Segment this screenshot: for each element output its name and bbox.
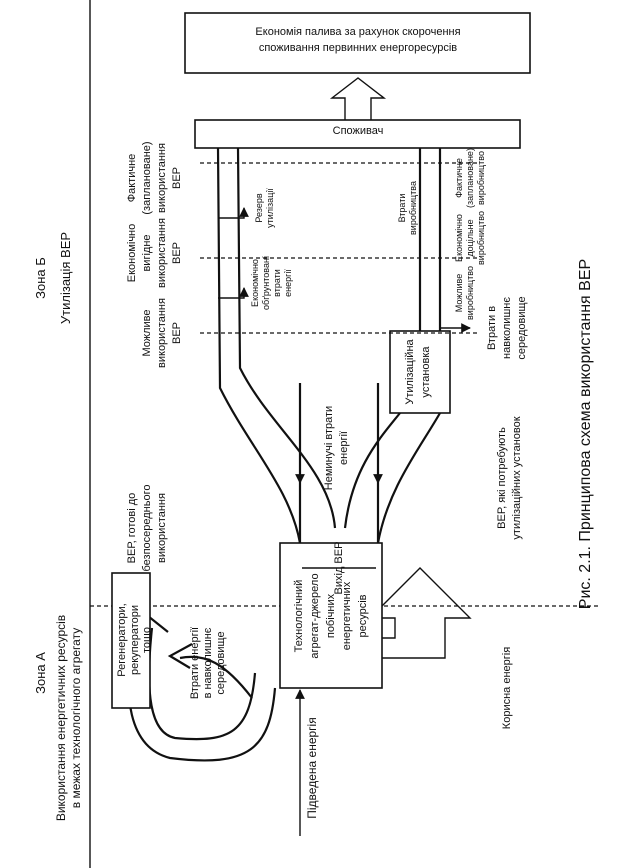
reserve-arrow [218, 207, 249, 219]
svg-text:Втрати: Втрати [397, 194, 407, 223]
economic-prod-label: Економічно доцільне виробництво [454, 211, 486, 265]
ver-util-label: ВЕР, які потребують утилізаційних устано… [496, 416, 523, 539]
unavoidable-losses-label: Неминучі втрати енергії [323, 406, 350, 490]
svg-text:Фактичне: Фактичне [126, 154, 138, 203]
svg-text:рекуператори: рекуператори [129, 605, 141, 675]
svg-text:виробництва: виробництва [408, 181, 418, 235]
svg-text:виробництво: виробництво [476, 211, 486, 265]
actual-prod-label: Фактичне (заплановане) виробництво [454, 148, 486, 208]
svg-text:втрати: втрати [272, 269, 282, 297]
upper-branch-inner [236, 147, 337, 529]
reserve-label: Резерв утилізації [254, 188, 275, 228]
possible-use-label: Можливе використання ВЕР [141, 298, 183, 368]
svg-text:(заплановане): (заплановане) [141, 141, 153, 214]
svg-text:в навколишнє: в навколишнє [202, 627, 214, 698]
svg-text:виробництво: виробництво [465, 266, 475, 320]
svg-text:Економія палива за рахунок ско: Економія палива за рахунок скорочення [255, 26, 460, 38]
svg-text:ВЕР: ВЕР [171, 167, 183, 189]
svg-text:Використання енергетичних ресу: Використання енергетичних ресурсів [54, 615, 68, 821]
svg-text:Можливе: Можливе [141, 309, 153, 356]
loss-env-a-label: Втрати енергії в навколишнє середовище [189, 627, 227, 699]
svg-text:Зона А: Зона А [33, 652, 48, 694]
svg-text:доцільне: доцільне [465, 219, 475, 256]
svg-text:споживання первинних енергорес: споживання первинних енергоресурсів [259, 42, 457, 54]
svg-text:середовище: середовище [516, 296, 528, 359]
svg-text:Технологічний: Технологічний [293, 580, 305, 653]
consumer-box [194, 119, 521, 149]
zone-b-heading: Зона Б Утилізація ВЕР [33, 232, 73, 324]
svg-text:виробництво: виробництво [476, 151, 486, 205]
svg-text:навколишнє: навколишнє [501, 297, 513, 359]
svg-text:безпосереднього: безпосереднього [141, 484, 153, 571]
figure-caption: Рис. 2.1. Принципова схема використання … [577, 259, 594, 609]
svg-text:енергії: енергії [283, 269, 293, 297]
svg-text:використання: використання [156, 298, 168, 368]
svg-text:Втрати енергії: Втрати енергії [189, 627, 201, 699]
svg-text:Економічно: Економічно [454, 214, 464, 262]
svg-text:ВЕР, готові до: ВЕР, готові до [126, 493, 138, 564]
economic-use-label: Економічно вигідне використання ВЕР [126, 218, 183, 288]
actual-use-label: Фактичне (заплановане) використання ВЕР [126, 141, 183, 214]
svg-text:агрегат-джерело: агрегат-джерело [309, 573, 321, 658]
svg-text:утилізації: утилізації [265, 188, 275, 228]
justified-loss-arrow [218, 287, 249, 299]
svg-text:ВЕР, які потребують: ВЕР, які потребують [496, 427, 508, 529]
svg-text:середовище: середовище [215, 631, 227, 694]
svg-text:утилізаційних установок: утилізаційних установок [511, 416, 523, 539]
svg-text:використання: використання [156, 493, 168, 563]
svg-text:ресурсів: ресурсів [357, 594, 369, 637]
lower-branch-inner [343, 412, 401, 529]
svg-text:використання: використання [156, 218, 168, 288]
svg-text:Зона Б: Зона Б [33, 257, 48, 299]
svg-text:Неминучі втрати: Неминучі втрати [323, 406, 335, 490]
tech-unit-box [279, 542, 383, 689]
svg-text:використання: використання [156, 143, 168, 213]
utilization-unit-text: Утилізаційна установка [404, 338, 432, 404]
tech-unit-text: Технологічний агрегат-джерело побічних е… [293, 573, 369, 658]
svg-text:обґрунтовані: обґрунтовані [261, 256, 271, 310]
svg-text:ВЕР: ВЕР [171, 322, 183, 344]
economy-text: Економія палива за рахунок скорочення сп… [255, 26, 460, 54]
consumer-label: Споживач [333, 125, 384, 137]
svg-text:Утилізаційна: Утилізаційна [404, 338, 416, 404]
ver-direct-label: ВЕР, готові до безпосереднього використа… [126, 484, 168, 571]
ver-output-label: Вихід ВЕР [333, 542, 345, 595]
possible-prod-label: Можливе виробництво [454, 266, 475, 320]
svg-text:Економічно: Економічно [250, 259, 260, 307]
useful-energy-label: Корисна енергія [501, 647, 513, 729]
lower-branch-outer [376, 412, 441, 544]
svg-text:вигідне: вигідне [141, 234, 153, 271]
svg-text:енергії: енергії [338, 431, 350, 465]
zone-a-heading: Зона А Використання енергетичних ресурсі… [33, 615, 83, 821]
regenerators-box [111, 572, 151, 709]
svg-text:Регенератори,: Регенератори, [116, 603, 128, 676]
svg-text:Економічно: Економічно [126, 224, 138, 283]
consumer-economy-arrow [329, 77, 387, 120]
justified-losses-label: Економічно обґрунтовані втрати енергії [250, 256, 293, 310]
svg-text:Резерв: Резерв [254, 193, 264, 222]
economy-box [184, 12, 531, 74]
svg-text:Можливе: Можливе [454, 274, 464, 313]
supplied-energy-label: Підведена енергія [305, 717, 319, 818]
svg-text:установка: установка [420, 346, 432, 398]
production-losses-label: Втрати виробництва [397, 181, 418, 235]
svg-text:тощо: тощо [141, 627, 153, 653]
loss-env-b-label: Втрати в навколишнє середовище [486, 296, 528, 359]
loss-loop-a [179, 655, 253, 699]
svg-text:Фактичне: Фактичне [454, 158, 464, 198]
svg-text:Утилізація ВЕР: Утилізація ВЕР [58, 232, 73, 324]
svg-text:в межах технологічного агрегат: в межах технологічного агрегату [69, 628, 83, 808]
useful-energy-arrow [368, 567, 472, 659]
svg-text:Втрати в: Втрати в [486, 306, 498, 350]
svg-text:ВЕР: ВЕР [171, 242, 183, 264]
regenerators-text: Регенератори, рекуператори тощо [116, 603, 153, 676]
svg-text:енергетичних: енергетичних [341, 581, 353, 650]
svg-text:(заплановане): (заплановане) [465, 148, 475, 208]
upper-branch-outer [216, 147, 302, 544]
svg-text:побічних: побічних [325, 593, 337, 638]
loss-loop-a-head [167, 643, 193, 669]
